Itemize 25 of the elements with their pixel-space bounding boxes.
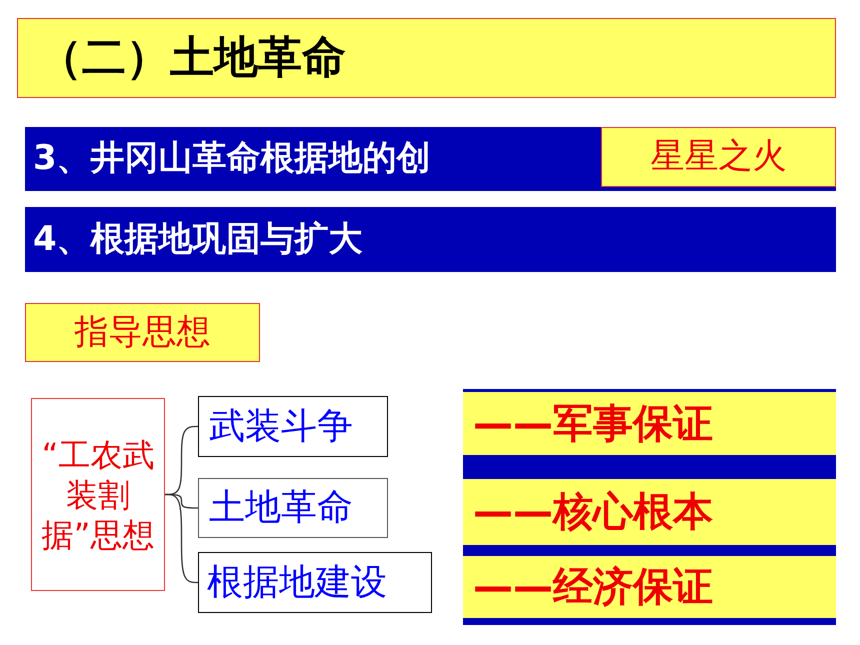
concept-box <box>198 396 388 457</box>
concept-box <box>198 478 388 538</box>
label-text: 武装斗争 <box>209 406 353 446</box>
section-band <box>25 207 836 272</box>
brace-connector <box>165 494 198 584</box>
role-band <box>463 479 836 545</box>
label-text: 根据地建设 <box>207 562 387 602</box>
label-text: ——军事保证 <box>473 402 713 446</box>
label-text: “工农武装割据”思想 <box>40 434 156 554</box>
concept-box <box>198 552 432 613</box>
label-text: ——核心根本 <box>473 490 713 534</box>
concept-box <box>31 398 165 591</box>
title-box <box>17 18 836 98</box>
label-text: （二）土地革命 <box>38 34 346 82</box>
label-text: ——经济保证 <box>473 565 713 609</box>
role-band <box>463 392 836 455</box>
label-text: 指导思想 <box>74 314 210 352</box>
role-band <box>463 556 836 618</box>
label-text: 星星之火 <box>650 138 786 176</box>
label-text: 4、根据地巩固与扩大 <box>33 220 363 258</box>
label-text: 3、井冈山革命根据地的创 <box>33 140 431 178</box>
label-text: 土地革命 <box>209 488 353 528</box>
heading-box <box>25 303 260 362</box>
highlight-box <box>601 127 836 187</box>
section-band <box>25 127 836 191</box>
